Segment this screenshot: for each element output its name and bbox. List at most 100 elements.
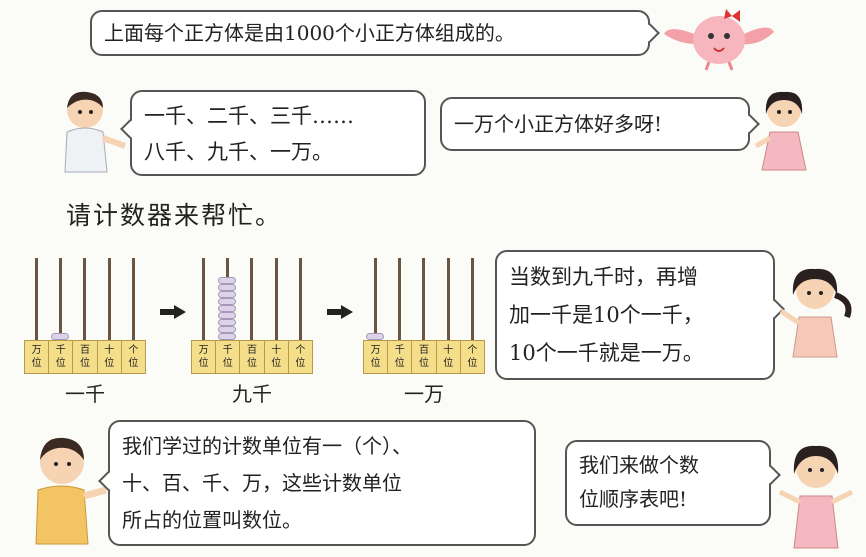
abacus-rod: [201, 258, 205, 340]
section-heading: 请计数器来帮忙。: [66, 201, 283, 230]
place-label-bottom: 位: [419, 358, 429, 369]
place-label-bottom: 位: [295, 358, 306, 369]
place-label: 千位: [49, 341, 74, 373]
place-label-bottom: 位: [128, 358, 139, 369]
place-label-top: 千: [222, 345, 233, 356]
abacus-rod: [397, 258, 401, 340]
girl-character-icon: [779, 268, 852, 358]
right-arrow-icon: [160, 305, 186, 319]
girl-character-icon: [778, 445, 854, 549]
girl-suggestion-bubble: 我们来做个数 位顺序表吧!: [565, 440, 781, 526]
place-value-base: 万位千位百位十位个位: [363, 340, 485, 374]
abacus-bead: [218, 319, 237, 326]
abacus-rod: [373, 258, 377, 340]
place-label: 百位: [412, 341, 437, 373]
top-speech-bubble: 上面每个正方体是由1000个小正方体组成的。: [90, 10, 660, 56]
girl-explanation-line-2: 加一千是10个一千，: [509, 303, 704, 327]
abacus-rod: [107, 258, 111, 340]
boy-bubble-line-2: 八千、九千、一万。: [144, 140, 333, 164]
abacus-rod: [299, 258, 303, 340]
place-label-bottom: 位: [443, 358, 454, 369]
place-label: 十位: [98, 341, 122, 373]
place-label-top: 十: [104, 345, 115, 356]
boy-character-icon: [35, 437, 107, 545]
right-arrow-icon: [327, 305, 353, 319]
place-label: 百位: [73, 341, 98, 373]
place-label-top: 千: [55, 345, 66, 356]
place-label-top: 万: [31, 345, 42, 356]
abacus-bead: [366, 333, 384, 340]
place-label-bottom: 位: [370, 358, 381, 369]
abacus-rod: [83, 258, 87, 340]
place-label-top: 个: [295, 345, 306, 356]
abacus-bead: [218, 277, 237, 284]
abacus-caption: 一万: [404, 382, 444, 406]
girl-suggestion-line-2: 位顺序表吧!: [579, 487, 688, 511]
place-label-bottom: 位: [247, 358, 257, 369]
place-label-top: 千: [394, 345, 405, 356]
boy-character-icon: [64, 91, 127, 173]
boy-explanation-line-3: 所占的位置叫数位。: [122, 508, 302, 532]
place-label: 万位: [364, 341, 389, 373]
place-label-bottom: 位: [80, 358, 90, 369]
abacus-rod: [471, 258, 475, 340]
abacus-rod: [422, 258, 426, 340]
counting-frame: 万位千位百位十位个位: [24, 258, 146, 378]
abacus-bead: [218, 333, 237, 340]
counting-frame: 万位千位百位十位个位: [191, 258, 313, 378]
place-label-bottom: 位: [198, 358, 209, 369]
abacus-bead: [218, 284, 237, 291]
boy-explanation-bubble: 我们学过的计数单位有一（个）、 十、百、千、万，这些计数单位 所占的位置叫数位。: [98, 420, 536, 546]
place-label: 万位: [25, 341, 50, 373]
top-bubble-text: 上面每个正方体是由1000个小正方体组成的。: [104, 21, 515, 45]
place-value-base: 万位千位百位十位个位: [24, 340, 146, 374]
place-label: 十位: [437, 341, 461, 373]
place-label: 万位: [192, 341, 217, 373]
abacus-bead: [218, 291, 237, 298]
abacus-bead: [218, 305, 237, 312]
boy-explanation-line-2: 十、百、千、万，这些计数单位: [122, 471, 402, 495]
pink-bird-mascot-icon: [664, 9, 774, 71]
girl-explanation-bubble: 当数到九千时，再增 加一千是10个一千， 10个一千就是一万。: [495, 250, 785, 380]
boy-speech-bubble: 一千、二千、三千…… 八千、九千、一万。: [120, 90, 426, 176]
girl-explanation-line-3: 10个一千就是一万。: [509, 341, 704, 365]
girl-speech-bubble: 一万个小正方体好多呀!: [440, 97, 760, 151]
place-label-top: 个: [128, 345, 139, 356]
abacus-caption: 九千: [232, 382, 272, 406]
boy-explanation-line-1: 我们学过的计数单位有一（个）、: [122, 434, 412, 458]
place-label-bottom: 位: [31, 358, 42, 369]
place-label: 千位: [216, 341, 241, 373]
place-label-top: 百: [80, 345, 90, 356]
abacus-rod: [58, 258, 62, 340]
place-value-base: 万位千位百位十位个位: [191, 340, 313, 374]
place-label-top: 万: [370, 345, 381, 356]
place-label-bottom: 位: [467, 358, 478, 369]
boy-bubble-line-1: 一千、二千、三千……: [144, 104, 354, 128]
girl-explanation-line-1: 当数到九千时，再增: [509, 265, 698, 289]
place-label-top: 个: [467, 345, 478, 356]
place-label-bottom: 位: [55, 358, 66, 369]
place-label: 千位: [388, 341, 413, 373]
abacus-bead: [218, 298, 237, 305]
abacus-bead: [218, 326, 237, 333]
girl-character-icon: [754, 91, 807, 171]
girl-bubble-text: 一万个小正方体好多呀!: [454, 112, 663, 136]
place-label: 个位: [122, 341, 145, 373]
abacus-caption: 一千: [65, 382, 105, 406]
place-label: 个位: [461, 341, 484, 373]
counting-frame: 万位千位百位十位个位: [363, 258, 485, 378]
place-label: 十位: [265, 341, 289, 373]
place-label-top: 百: [419, 345, 429, 356]
place-label-top: 十: [271, 345, 282, 356]
girl-suggestion-line-1: 我们来做个数: [579, 453, 699, 477]
place-label-bottom: 位: [394, 358, 405, 369]
abacus-bead: [218, 312, 237, 319]
place-label-bottom: 位: [222, 358, 233, 369]
place-label-top: 百: [247, 345, 257, 356]
place-label-top: 十: [443, 345, 454, 356]
abacus-bead: [51, 333, 70, 340]
abacus-rod: [274, 258, 278, 340]
place-label-bottom: 位: [271, 358, 282, 369]
place-label: 个位: [289, 341, 312, 373]
abacus-rod: [446, 258, 450, 340]
